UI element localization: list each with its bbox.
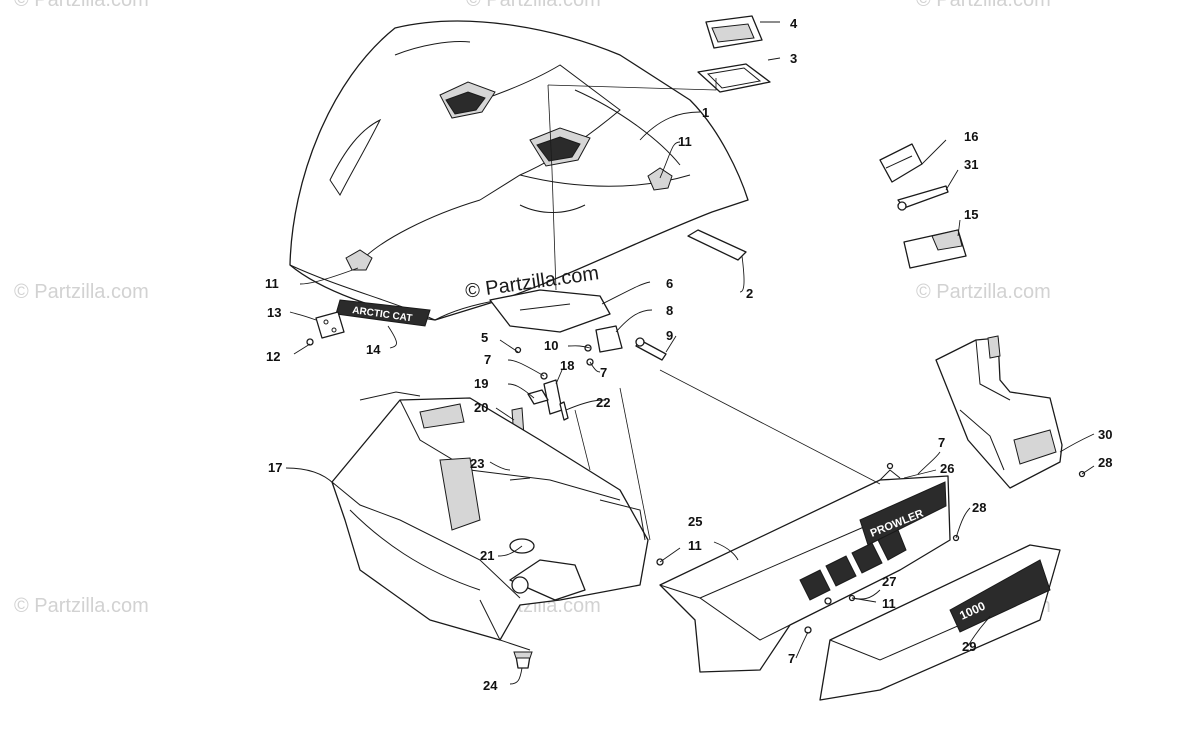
- fastener-cluster: [511, 344, 594, 439]
- callout-11: 11: [882, 596, 896, 611]
- callout-3: 3: [790, 51, 798, 66]
- nut-part-12: [306, 338, 314, 346]
- callout-12: 12: [266, 349, 281, 364]
- reference-lines: [547, 78, 881, 541]
- pad-part-15: [903, 229, 967, 269]
- watermark: © Partzilla.com: [466, 0, 601, 11]
- callout-27: 27: [882, 574, 897, 589]
- callout-9: 9: [666, 328, 674, 343]
- watermark: © Partzilla.com: [916, 0, 1051, 11]
- bolt-part-9: [635, 337, 667, 361]
- callout-28: 28: [972, 500, 987, 515]
- callout-20: 20: [474, 400, 489, 415]
- vent-seal-part: [697, 63, 771, 93]
- side-panel-part: 1000: [819, 544, 1061, 701]
- callout-28: 28: [1098, 455, 1113, 470]
- callout-4: 4: [790, 16, 798, 31]
- callout-26: 26: [940, 461, 955, 476]
- bracket-part-16: [879, 143, 923, 183]
- callout-11: 11: [688, 538, 702, 553]
- callout-7: 7: [788, 651, 796, 666]
- watermark: © Partzilla.com: [14, 0, 149, 11]
- strap-part-31: [897, 185, 949, 211]
- callout-21: 21: [480, 548, 495, 563]
- front-panel-part: PROWLER: [659, 469, 951, 673]
- hinge-part-13: [315, 311, 345, 339]
- callout-19: 19: [474, 376, 489, 391]
- callout-18: 18: [560, 358, 575, 373]
- callout-15: 15: [964, 207, 979, 222]
- callout-23: 23: [470, 456, 485, 471]
- fastener-7-panel: [886, 462, 894, 470]
- bin-foot-part: [513, 651, 533, 669]
- latch-part-8: [595, 325, 623, 353]
- callout-11: 11: [678, 134, 692, 149]
- callout-7: 7: [600, 365, 608, 380]
- corner-panel-part: [935, 335, 1063, 489]
- side-decal: 1000: [949, 559, 1051, 633]
- watermark: © Partzilla.com: [916, 281, 1051, 303]
- retainer-strip-part: [687, 229, 747, 261]
- callout-1: 1: [702, 105, 710, 120]
- callout-30: 30: [1098, 427, 1113, 442]
- callout-2: 2: [746, 286, 754, 301]
- callout-31: 31: [964, 157, 979, 172]
- callout-13: 13: [267, 305, 282, 320]
- callout-29: 29: [962, 639, 977, 654]
- callout-11: 11: [265, 276, 279, 291]
- callout-6: 6: [666, 276, 674, 291]
- callout-24: 24: [483, 678, 498, 693]
- callout-14: 14: [366, 342, 381, 357]
- hood-bracket-part: [489, 289, 611, 333]
- panel-decal: PROWLER: [799, 481, 947, 601]
- watermark: © Partzilla.com: [14, 595, 149, 617]
- callout-7: 7: [938, 435, 946, 450]
- watermark: © Partzilla.com: [14, 281, 149, 303]
- callout-7: 7: [484, 352, 492, 367]
- callout-16: 16: [964, 129, 979, 144]
- callout-22: 22: [596, 395, 611, 410]
- callout-8: 8: [666, 303, 674, 318]
- leader-lines: [285, 21, 1095, 685]
- callout-25: 25: [688, 514, 703, 529]
- callout-10: 10: [544, 338, 559, 353]
- vent-cap-part: [705, 15, 763, 49]
- storage-bin-part: [331, 391, 649, 651]
- callout-5: 5: [481, 330, 489, 345]
- callout-17: 17: [268, 460, 283, 475]
